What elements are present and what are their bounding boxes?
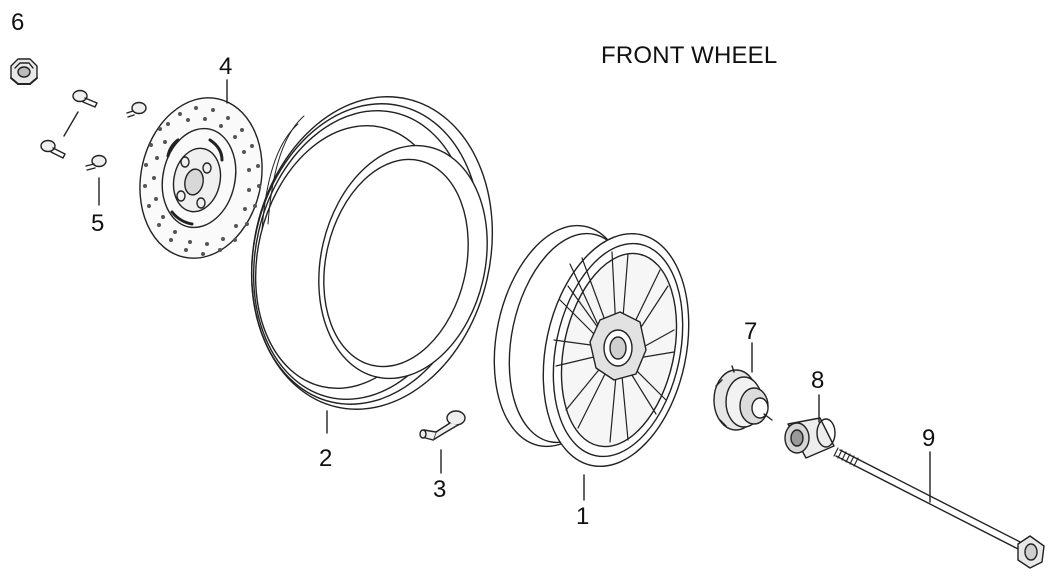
part-1-rim <box>493 224 690 468</box>
callout-8: 8 <box>811 367 825 394</box>
part-8-spacer <box>784 417 836 459</box>
callout-4: 4 <box>219 53 233 80</box>
callout-5: 5 <box>91 210 105 237</box>
part-5-bolts <box>40 89 147 171</box>
callout-1: 1 <box>576 503 590 530</box>
callout-2: 2 <box>319 445 333 472</box>
part-7-hub-drive <box>713 365 773 431</box>
diagram-title: FRONT WHEEL <box>601 42 778 69</box>
part-4-brake-disc <box>139 97 263 259</box>
part-2-tyre <box>250 96 494 410</box>
part-6-nut <box>10 58 38 85</box>
part-9-axle <box>833 447 1045 569</box>
callout-7: 7 <box>744 318 758 345</box>
callout-6: 6 <box>11 9 25 36</box>
callout-9: 9 <box>922 425 936 452</box>
part-3-valve <box>419 410 466 441</box>
callout-3: 3 <box>433 476 447 503</box>
